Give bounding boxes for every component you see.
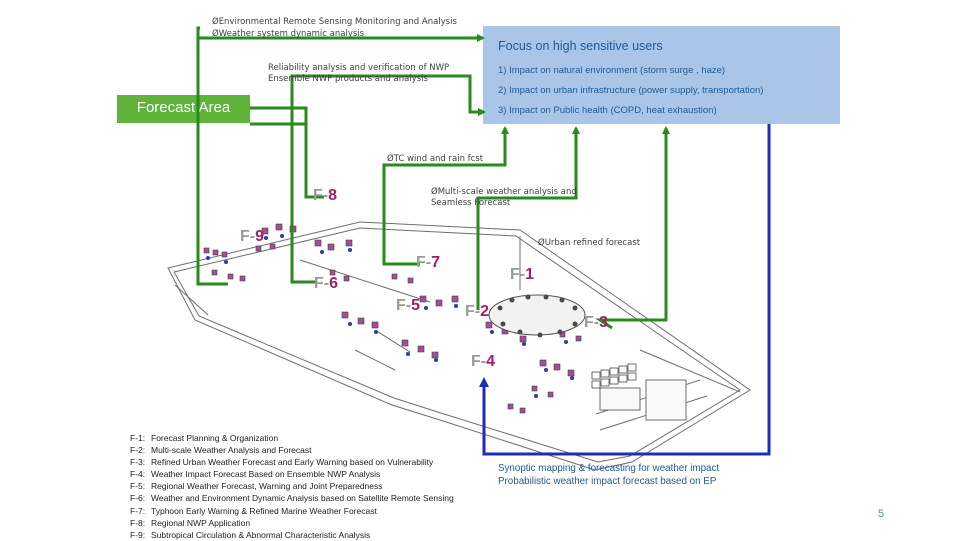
floor-label-f5: F-5 (396, 297, 421, 314)
blue-arrow (479, 124, 771, 456)
legend-row-f9: F-9:Subtropical Circulation & Abnormal C… (130, 529, 371, 540)
focus-box (483, 26, 840, 124)
conference-chairs (497, 294, 578, 338)
arrow-f9-top (196, 26, 228, 286)
conference-table (488, 294, 586, 336)
legend-row-f2: F-2:Multi-scale Weather Analysis and For… (130, 445, 312, 456)
floor-label-f7: F-7 (416, 254, 441, 271)
chairs (206, 234, 574, 398)
focus-title: Focus on high sensitive users (498, 39, 663, 53)
synoptic-line-1: Synoptic mapping & forecasting for weath… (498, 463, 720, 474)
floor-label-f4: F-4 (471, 353, 496, 370)
reliability-line-2: Ensemble NWP products and analysis (268, 74, 428, 84)
focus-item-2: 2) Impact on urban infrastructure (power… (498, 85, 764, 96)
floor-label-f9: F-9 (240, 228, 265, 245)
multiscale-line-1: ØMulti-scale weather analysis and (431, 187, 577, 197)
legend-row-f6: F-6:Weather and Environment Dynamic Anal… (130, 493, 454, 504)
green-arrows (196, 26, 670, 330)
display-wall (591, 363, 637, 389)
floor-label-f3: F-3 (584, 314, 609, 331)
arrow-f4-synoptic (479, 124, 771, 456)
floor-label-f2: F-2 (465, 303, 490, 320)
bullet-remote-sensing: ØEnvironmental Remote Sensing Monitoring… (212, 17, 457, 27)
multiscale-line-2: Seamless Forecast (431, 198, 511, 208)
legend-row-f3: F-3:Refined Urban Weather Forecast and E… (130, 457, 434, 468)
legend-row-f1: F-1:Forecast Planning & Organization (130, 433, 279, 443)
legend-row-f5: F-5:Regional Weather Forecast, Warning a… (130, 481, 383, 492)
page-number: 5 (878, 508, 885, 520)
arrow-f2-impact (476, 126, 580, 310)
legend-row-f4: F-4:Weather Impact Forecast Based on Ens… (130, 469, 381, 480)
reliability-line-1: Reliability analysis and verification of… (268, 63, 450, 73)
bullet-weather-system: ØWeather system dynamic analysis (212, 29, 365, 39)
legend-row-f7: F-7:Typhoon Early Warning & Refined Mari… (130, 505, 377, 516)
synoptic-line-2: Probabilistic weather impact forecast ba… (498, 475, 717, 487)
floor-label-f8: F-8 (313, 187, 338, 204)
forecast-area-box (117, 95, 250, 123)
urban-forecast-label: ØUrban refined forecast (538, 238, 641, 248)
tc-wind-label: ØTC wind and rain fcst (387, 154, 484, 164)
arrow-f6-reliability (290, 74, 486, 284)
focus-item-1: 1) Impact on natural environment (storm … (498, 65, 726, 76)
focus-item-3: 3) Impact on Public health (COPD, heat e… (498, 105, 717, 116)
floor-label-f6: F-6 (314, 275, 339, 292)
arrow-f8-fa (250, 122, 324, 199)
arrow-f3-impact (595, 126, 670, 330)
legend-row-f8: F-8:Regional NWP Application (130, 517, 251, 528)
forecast-area-label: Forecast Area (136, 99, 231, 116)
building-outline (167, 221, 751, 471)
arrow-f7-tc (382, 126, 509, 266)
synoptic-text: Synoptic mapping & forecasting for weath… (498, 463, 719, 488)
legend: F-1:Forecast Planning & Organization F-2… (130, 432, 454, 541)
floor-label-f1: F-1 (510, 266, 535, 283)
